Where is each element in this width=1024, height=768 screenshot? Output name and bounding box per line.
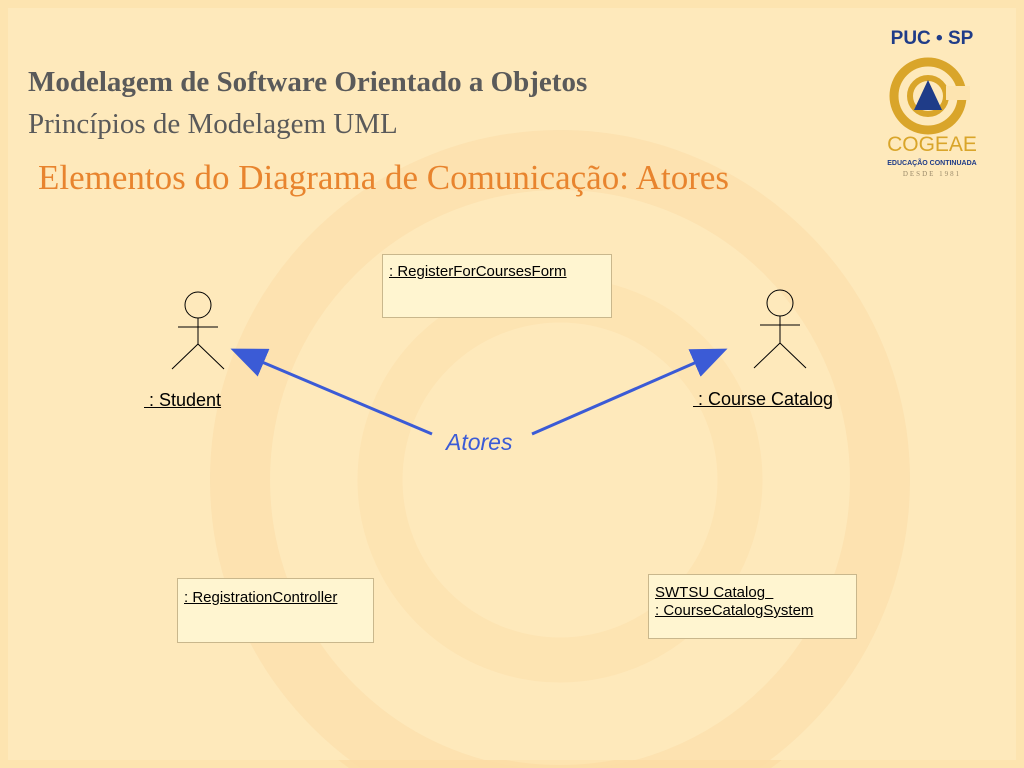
arrow-to-course-catalog [531,348,728,436]
actor-course-catalog-icon [753,289,807,369]
course-title: Modelagem de Software Orientado a Objeto… [28,66,588,98]
actors-annotation: Atores [446,429,513,455]
actor-course-catalog-label: : Course Catalog [693,389,834,409]
arrow-to-student [230,348,433,436]
course-subtitle: Princípios de Modelagem UML [28,108,398,140]
logo-emblem-icon: PUC • SP COGEAE EDUCAÇÃO CONTINUADA DESD… [887,28,977,178]
logo-brand-text: COGEAE [887,133,977,156]
object-label: : RegisterForCoursesForm [389,263,567,280]
object-registration-controller: : RegistrationController [177,578,374,643]
logo-top-text: PUC • SP [891,28,974,49]
puc-sp-cogeae-logo: PUC • SP COGEAE EDUCAÇÃO CONTINUADA DESD… [872,18,992,180]
slide-title: Elementos do Diagrama de Comunicação: At… [38,158,730,197]
object-label: : RegistrationController [184,589,338,606]
object-label-line1: SWTSU Catalog [655,584,774,601]
logo-tagline: EDUCAÇÃO CONTINUADA [887,158,976,167]
logo-since: DESDE 1981 [903,170,961,178]
actor-student-label: : Student [144,390,222,410]
actor-student-icon [171,291,225,370]
object-register-for-courses-form: : RegisterForCoursesForm [382,254,612,318]
object-course-catalog-system: SWTSU Catalog : CourseCatalogSystem [648,574,857,639]
object-label-line2: : CourseCatalogSystem [655,602,814,619]
